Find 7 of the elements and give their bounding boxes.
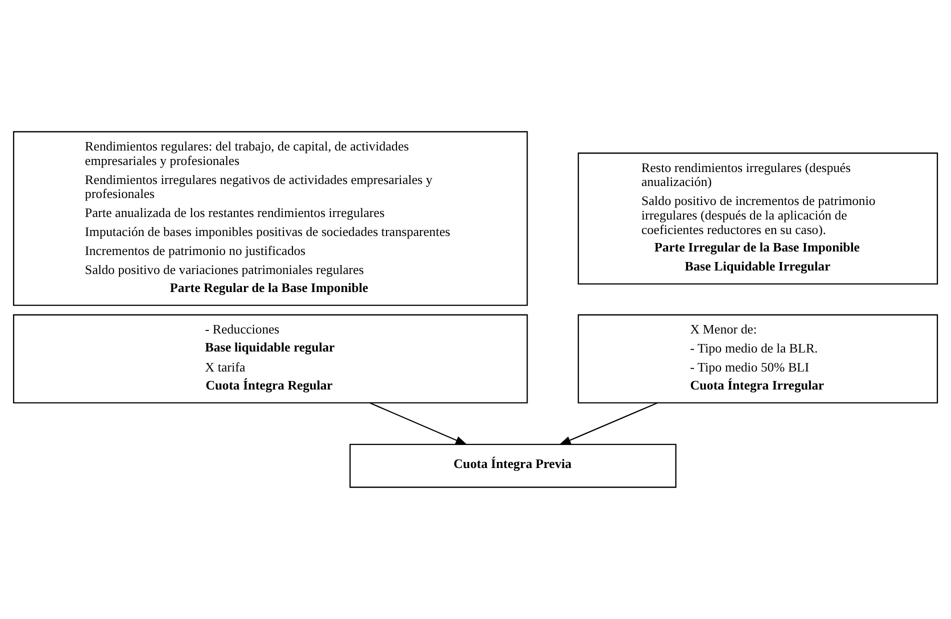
node-box: - Reducciones Base liquidable regular X tarifa Cuota Íntegra Regular [13,314,528,404]
node-box: Cuota Íntegra Previa [349,444,676,488]
node-box: Resto rendimientos irregulares (después anualización) Saldo positivo de incrementos de patrimonio irregulares (después de la aplicación de coeficientes reductores en su caso). Parte Irregular de la Base Imponible Base Liquidable Irregular [578,152,938,285]
node-box: X Menor de: - Tipo medio de la BLR. - Tipo medio 50% BLI Cuota Íntegra Irregular [578,314,938,404]
arrow [558,402,658,446]
arrow [370,402,468,446]
node-box: Rendimientos regulares: del trabajo, de capital, de actividades empresariales y profesionales Rendimientos irregulares negativos de actividades empresariales y profesionales Parte anualizada de los restantes rendimientos irregulares Imputación de bases imponibles positivas de sociedades transparentes Incrementos de patrimonio no justificados Saldo positivo de variaciones patrimoniales regulares Parte Regular de la Base Imponible [13,131,528,306]
